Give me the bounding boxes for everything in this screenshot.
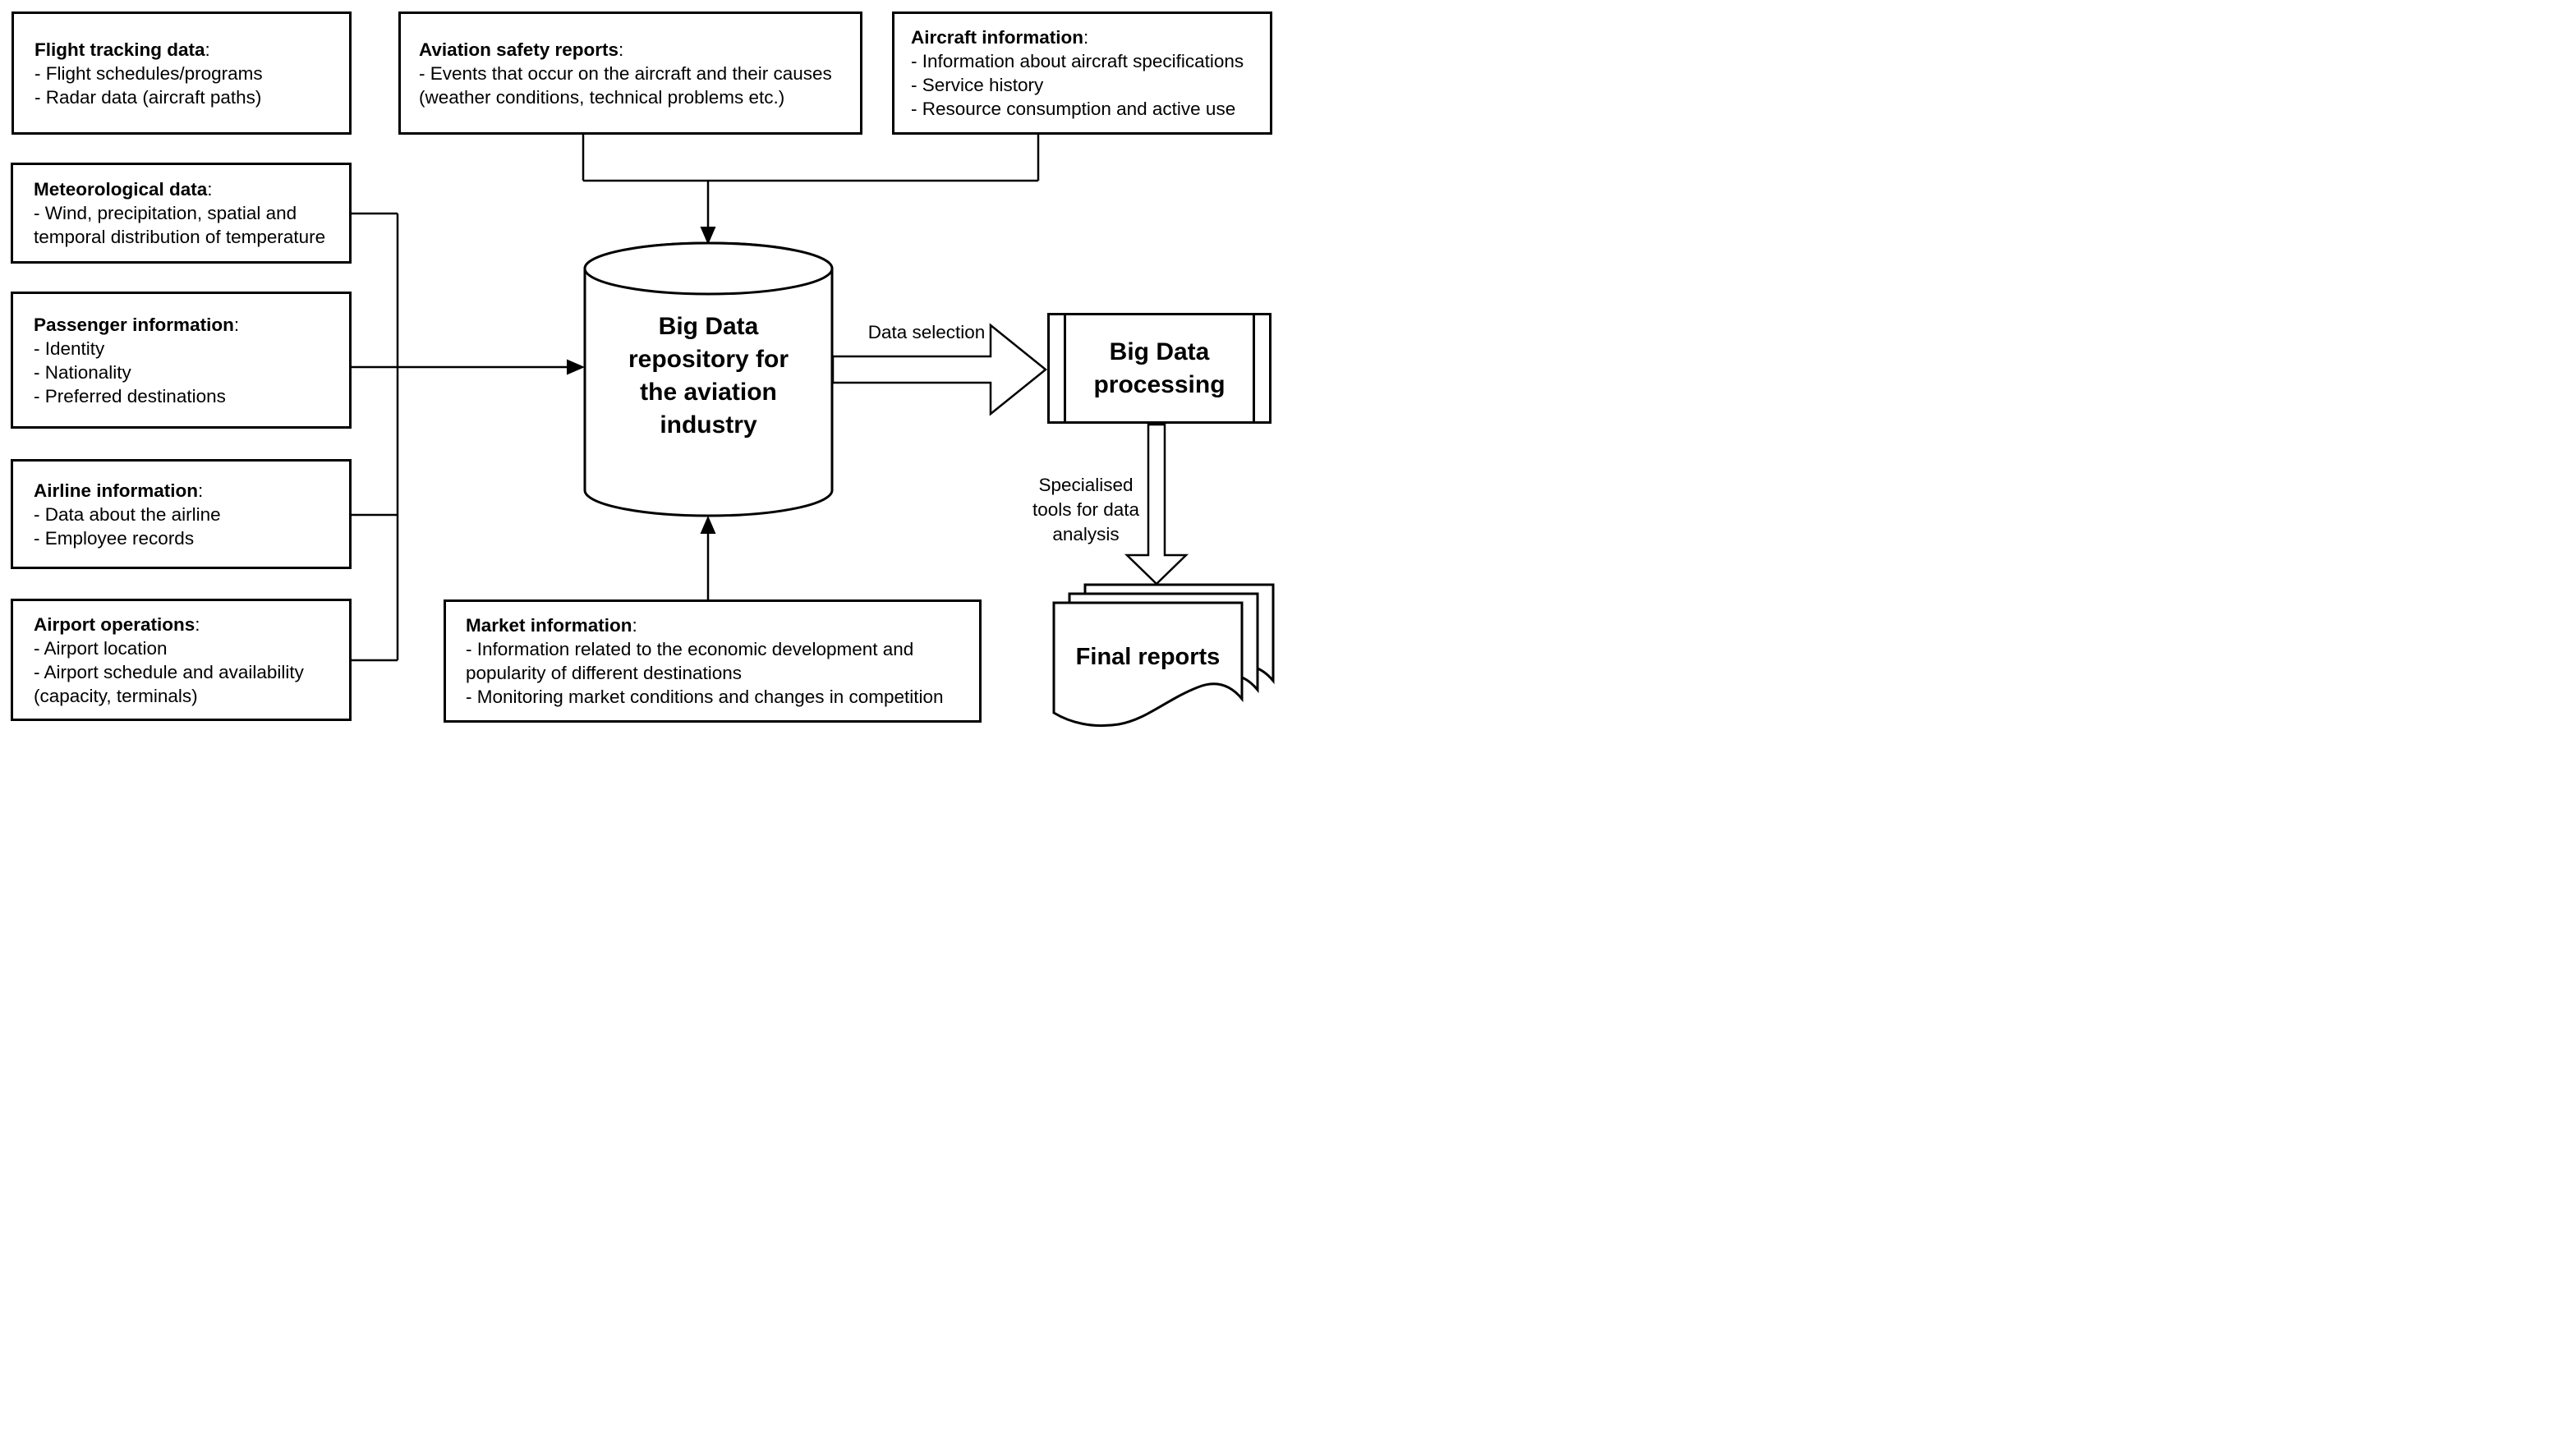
box-airline-bullet: - Data about the airline [34, 503, 221, 525]
box-aircraft-information-bullet: - Resource consumption and active use [911, 99, 1236, 119]
arrow-into-repository-top-head [700, 227, 716, 245]
connector-layer [352, 135, 1275, 728]
data-selection-label: Data selection [867, 322, 986, 342]
arrow-passenger-to-repository-head [567, 359, 585, 375]
box-aircraft-information-title: Aircraft information: [911, 27, 1089, 48]
diagram-canvas: Flight tracking data: - Flight schedules… [0, 0, 1283, 728]
box-aviation-safety-title: Aviation safety reports: [419, 39, 624, 60]
box-market-bullet: - Monitoring market conditions and chang… [466, 687, 944, 707]
box-airline-bullet: - Employee records [34, 527, 195, 549]
box-airport: Airport operations: - Airport location -… [11, 599, 352, 721]
node-big-data-processing: Big Data processing [1047, 313, 1272, 424]
repository-label: Big Data repository for the aviation ind… [628, 313, 789, 439]
box-aircraft-information: Aircraft information: - Information abou… [892, 11, 1272, 135]
box-passenger-bullet: - Nationality [34, 361, 131, 383]
box-flight-tracking: Flight tracking data: - Flight schedules… [11, 11, 352, 135]
block-arrow-processing-to-reports [1124, 423, 1189, 586]
arrow-market-to-repository-head [700, 516, 716, 534]
box-passenger-bullet: - Identity [34, 338, 105, 359]
processing-inner-line-right [1253, 315, 1255, 421]
box-flight-tracking-bullet: - Flight schedules/programs [34, 62, 263, 84]
repository-cylinder-top-rim [583, 241, 834, 296]
box-market-title: Market information: [466, 615, 637, 636]
final-reports-label: Final reports [1075, 643, 1221, 670]
box-airport-bullet: - Airport location [34, 637, 168, 659]
box-passenger-bullet: - Preferred destinations [34, 385, 226, 406]
processing-inner-line-left [1064, 315, 1066, 421]
box-airport-title: Airport operations: [34, 613, 200, 635]
box-airline: Airline information: - Data about the ai… [11, 459, 352, 569]
box-market: Market information: - Information relate… [444, 599, 982, 723]
box-aviation-safety-bullet: - Events that occur on the aircraft and … [419, 62, 832, 108]
box-meteorological: Meteorological data: - Wind, precipitati… [11, 163, 352, 264]
box-flight-tracking-title: Flight tracking data: [34, 39, 210, 60]
box-flight-tracking-bullet: - Radar data (aircraft paths) [34, 86, 262, 108]
box-meteorological-bullet: - Wind, precipitation, spatial and tempo… [34, 203, 326, 247]
specialised-tools-label: Specialised tools for data analysis [1032, 475, 1140, 544]
box-aviation-safety: Aviation safety reports: - Events that o… [398, 11, 862, 135]
box-aircraft-information-bullet: - Information about aircraft specificati… [911, 51, 1244, 71]
box-airport-bullet: - Airport schedule and availability (cap… [34, 661, 304, 706]
box-passenger: Passenger information: - Identity - Nati… [11, 292, 352, 429]
box-market-bullet: - Information related to the economic de… [466, 639, 914, 683]
block-arrow-data-selection [831, 323, 1047, 416]
box-meteorological-title: Meteorological data: [34, 179, 213, 200]
box-aircraft-information-bullet: - Service history [911, 75, 1044, 95]
processing-label: Big Data processing [1093, 338, 1226, 398]
box-passenger-title: Passenger information: [34, 314, 240, 335]
box-airline-title: Airline information: [34, 480, 204, 501]
final-reports-page-front [1052, 601, 1244, 728]
